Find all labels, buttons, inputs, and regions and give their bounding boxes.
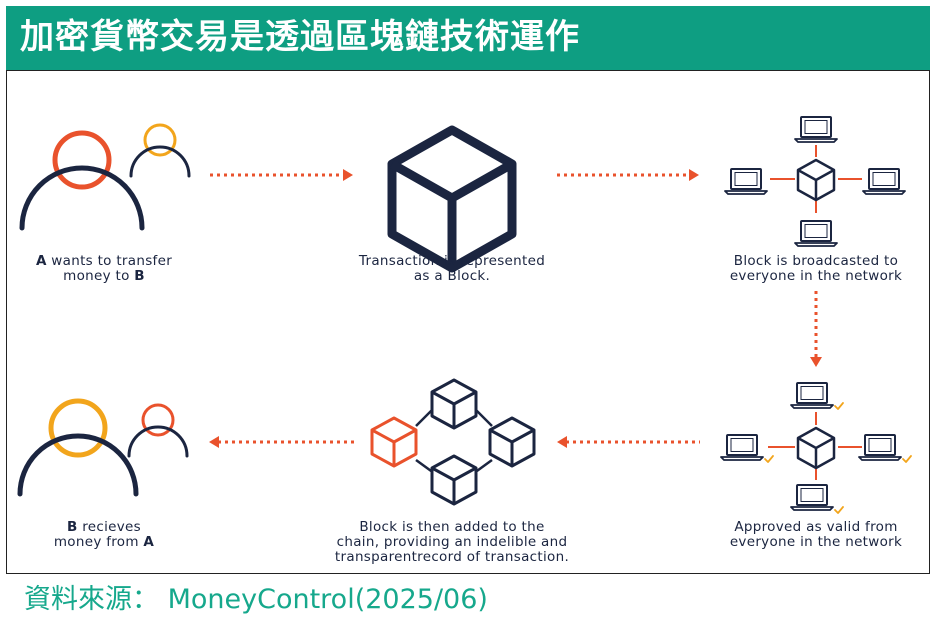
- step2-line1: Transaction is represented: [358, 253, 546, 269]
- arrow-right-icon: [557, 169, 699, 181]
- block-chain-icon: [370, 378, 536, 506]
- network-broadcast-icon: [724, 116, 906, 247]
- step6-bold-b: B: [67, 519, 78, 535]
- step1-bold-b: B: [134, 268, 145, 284]
- arrow-down-icon: [810, 291, 822, 367]
- title-bar: 加密貨幣交易是透過區塊鏈技術運作: [6, 6, 930, 70]
- step4-line1: Approved as valid from: [734, 519, 898, 535]
- step1-text: wants to transfer: [46, 253, 173, 269]
- step5-line1: Block is then added to the: [359, 519, 545, 535]
- step2-line2: as a Block.: [413, 268, 491, 284]
- step6-text: recieves: [77, 519, 141, 535]
- step6-text2: money from: [53, 534, 144, 550]
- sender-receiver-icon: [19, 123, 191, 231]
- step3-line1: Block is broadcasted to: [733, 253, 899, 269]
- arrow-left-icon: [557, 436, 700, 448]
- step5-line2: chain, providing an indelible and: [336, 534, 568, 550]
- step3-caption: Block is broadcasted to everyone in the …: [706, 254, 926, 284]
- arrow-right-icon: [210, 169, 353, 181]
- page-title: 加密貨幣交易是透過區塊鏈技術運作: [20, 17, 580, 57]
- step6-bold-a: A: [143, 534, 155, 550]
- step1-caption: A wants to transfer money to B: [14, 254, 194, 284]
- step2-caption: Transaction is represented as a Block.: [330, 254, 574, 284]
- arrow-left-icon: [209, 436, 354, 448]
- block-cube-icon: [387, 125, 517, 273]
- step5-line3: transparentrecord of transaction.: [334, 549, 570, 565]
- step3-line2: everyone in the network: [729, 268, 903, 284]
- step4-caption: Approved as valid from everyone in the n…: [706, 520, 926, 550]
- receiver-sender-icon: [17, 398, 189, 497]
- step6-caption: B recieves money from A: [14, 520, 194, 550]
- step4-line2: everyone in the network: [729, 534, 903, 550]
- source-note: 資料來源： MoneyControl(2025/06): [24, 584, 488, 615]
- step5-caption: Block is then added to the chain, provid…: [320, 520, 584, 565]
- step1-text2: money to: [63, 268, 135, 284]
- network-approval-icon: [720, 382, 912, 514]
- step1-bold-a: A: [35, 253, 47, 269]
